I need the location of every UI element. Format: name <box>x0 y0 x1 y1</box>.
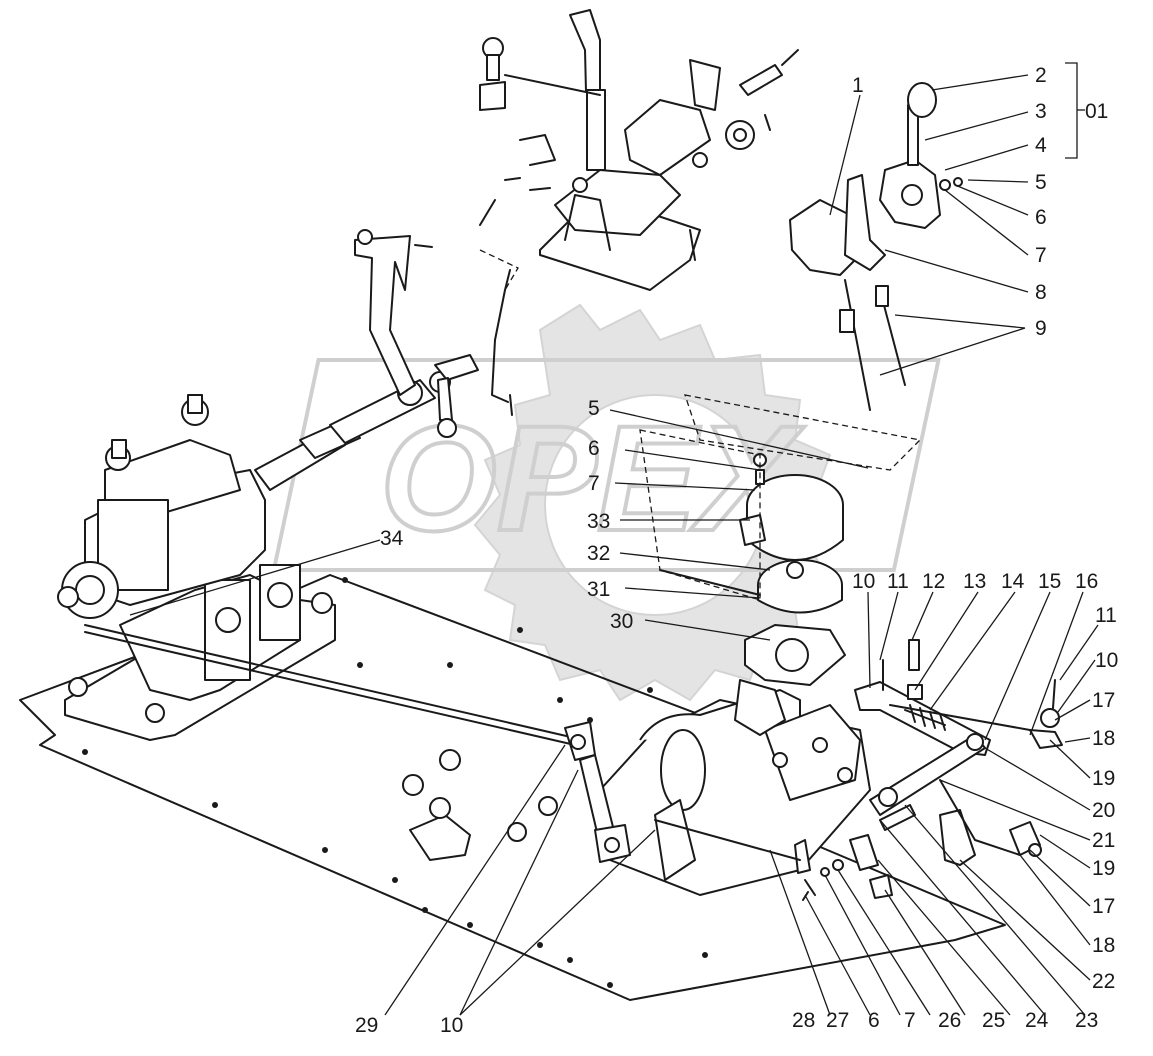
callout-label: 27 <box>826 1009 849 1032</box>
callout-label: 10 <box>1095 649 1118 672</box>
callout-label: 31 <box>587 578 610 601</box>
callout-label: 10 <box>440 1014 463 1037</box>
callout-label: 7 <box>904 1009 916 1032</box>
callout-labels: 2 3 4 01 5 6 7 8 9 1 5 6 7 33 32 31 30 3… <box>355 64 1118 1037</box>
callout-label: 21 <box>1092 829 1115 852</box>
watermark-gear <box>473 303 842 702</box>
callout-label: 20 <box>1092 799 1115 822</box>
leader-lines <box>129 62 1099 1016</box>
callout-label: 14 <box>1001 570 1025 593</box>
center-servo <box>639 429 846 686</box>
base-plate <box>19 574 1006 1001</box>
callout-label: 18 <box>1092 934 1115 957</box>
callout-label: 1 <box>852 74 864 97</box>
callout-label: 7 <box>1035 244 1047 267</box>
callout-label: 6 <box>868 1009 880 1032</box>
callout-label: 29 <box>355 1014 378 1037</box>
callout-label: 34 <box>380 527 404 550</box>
callout-label: 7 <box>588 472 600 495</box>
callout-label: 2 <box>1035 64 1047 87</box>
callout-label: 17 <box>1092 895 1115 918</box>
callout-label: 13 <box>963 570 986 593</box>
callout-label: 01 <box>1085 100 1108 123</box>
callout-label: 18 <box>1092 727 1115 750</box>
drive-shaft <box>254 371 451 491</box>
callout-label: 12 <box>922 570 945 593</box>
callout-label: 24 <box>1025 1009 1049 1032</box>
callout-label: 4 <box>1035 134 1047 157</box>
callout-label: 26 <box>938 1009 961 1032</box>
callout-label: 5 <box>588 397 600 420</box>
pedal-lever <box>354 229 519 438</box>
callout-label: 5 <box>1035 171 1047 194</box>
callout-label: 30 <box>610 610 633 633</box>
callout-label: 23 <box>1075 1009 1098 1032</box>
callout-label: 11 <box>887 570 909 593</box>
callout-label: 10 <box>852 570 875 593</box>
callout-label: 32 <box>587 542 610 565</box>
shift-mechanism <box>479 9 799 291</box>
callout-label: 16 <box>1075 570 1098 593</box>
callout-label: 19 <box>1092 857 1115 880</box>
callout-label: 25 <box>982 1009 1005 1032</box>
callout-label: 15 <box>1038 570 1061 593</box>
callout-label: 28 <box>792 1009 815 1032</box>
callout-label: 17 <box>1092 689 1115 712</box>
callout-label: 33 <box>587 510 610 533</box>
main-housing <box>599 679 871 896</box>
top-right-control <box>684 82 963 471</box>
callout-label: 19 <box>1092 767 1115 790</box>
callout-label: 8 <box>1035 281 1047 304</box>
callout-label: 22 <box>1092 970 1115 993</box>
callout-label: 6 <box>1035 206 1047 229</box>
left-gearbox <box>57 394 336 741</box>
callout-label: 11 <box>1095 604 1117 627</box>
callout-label: 9 <box>1035 317 1047 340</box>
long-rod <box>84 624 631 863</box>
callout-label: 6 <box>588 437 600 460</box>
right-linkage <box>654 639 1063 901</box>
callout-label: 3 <box>1035 100 1047 123</box>
